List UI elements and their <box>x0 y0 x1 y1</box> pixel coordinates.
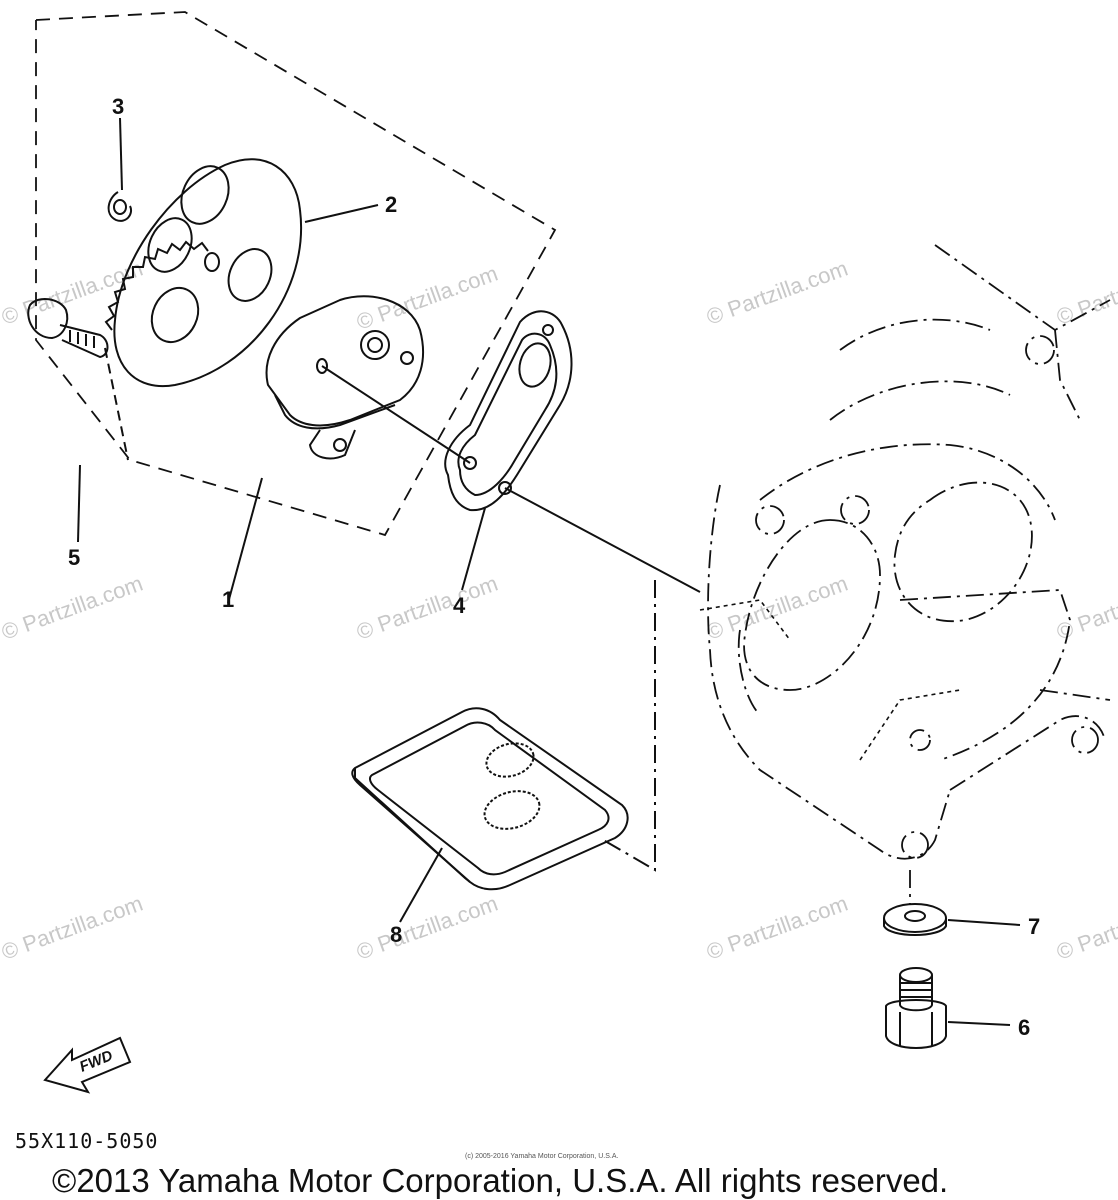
alignment-line <box>504 487 701 593</box>
strainer-bracket-line <box>599 580 656 872</box>
callout-3: 3 <box>112 94 124 119</box>
part-8-oil-strainer[interactable] <box>351 707 629 891</box>
fwd-arrow-icon: FWD <box>43 1036 132 1094</box>
part-7-gasket-washer[interactable] <box>883 903 947 936</box>
part-5-bolt[interactable] <box>27 298 129 461</box>
small-copyright: (c) 2005-2016 Yamaha Motor Corporation, … <box>465 1153 618 1160</box>
part-3-circlip[interactable] <box>107 191 132 222</box>
callout-4: 4 <box>453 593 466 618</box>
callout-8: 8 <box>390 922 402 947</box>
watermark: © Partzilla.com <box>1053 891 1118 965</box>
drawing-code: 55X110-5050 <box>15 1129 158 1153</box>
watermark: © Partzilla.com <box>0 571 146 645</box>
callout-6: 6 <box>1018 1015 1030 1040</box>
watermark: © Partzilla.com <box>0 891 146 965</box>
watermark: © Partzilla.com <box>703 891 851 965</box>
watermark-layer: © Partzilla.com © Partzilla.com © Partzi… <box>0 256 1118 965</box>
part-2-pump-gear[interactable] <box>104 158 303 388</box>
callout-5: 5 <box>68 545 80 570</box>
callout-2: 2 <box>385 192 397 217</box>
main-copyright: ©2013 Yamaha Motor Corporation, U.S.A. A… <box>52 1162 948 1199</box>
callout-1: 1 <box>222 587 234 612</box>
watermark: © Partzilla.com <box>1053 256 1118 330</box>
watermark: © Partzilla.com <box>703 571 851 645</box>
assembly-boundary <box>35 11 557 537</box>
watermark: © Partzilla.com <box>1053 571 1118 645</box>
crankcase-reference <box>699 244 1111 905</box>
watermark: © Partzilla.com <box>0 256 146 330</box>
callout-7: 7 <box>1028 914 1040 939</box>
part-4-gasket[interactable] <box>444 310 573 512</box>
part-1-oil-pump-housing[interactable] <box>265 295 424 460</box>
leader-lines <box>77 117 1021 1026</box>
watermark: © Partzilla.com <box>703 256 851 330</box>
alignment-line <box>321 365 471 464</box>
watermark: © Partzilla.com <box>353 571 501 645</box>
watermark: © Partzilla.com <box>353 891 501 965</box>
part-6-drain-bolt[interactable] <box>885 967 947 1049</box>
